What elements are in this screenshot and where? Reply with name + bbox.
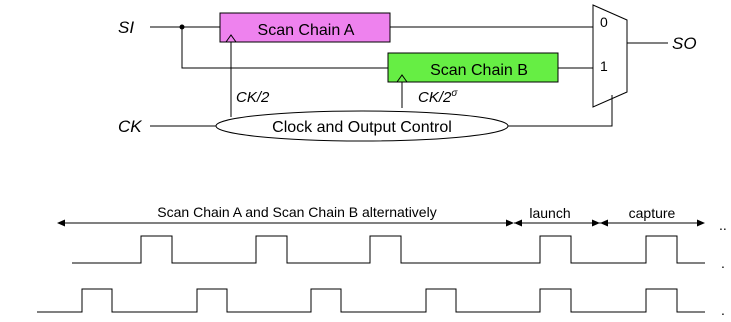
mux-select-wire xyxy=(505,95,613,127)
ck-label: CK xyxy=(118,117,142,136)
scan-chain-a-label: Scan Chain A xyxy=(258,22,355,39)
phase-label-bg xyxy=(92,205,504,219)
ck-half-a-label: CK/2 xyxy=(236,89,270,106)
phase-label-capture: capture xyxy=(629,205,676,221)
phase-label-launch: launch xyxy=(529,205,570,221)
si-label: SI xyxy=(118,18,134,37)
phase-arrow-shift xyxy=(57,219,514,227)
ck-half-b-label: CK/2σ xyxy=(418,88,458,106)
mux-input-0: 0 xyxy=(600,14,608,30)
phase-arrow-launch xyxy=(514,219,600,227)
mux-input-1: 1 xyxy=(600,58,608,74)
circuit: Scan Chain A Scan Chain B 0 1 Clock and … xyxy=(118,4,697,142)
scan-chain-a-clock-mark xyxy=(225,34,237,43)
scan-chain-b-clock-mark xyxy=(396,74,408,83)
scan-chain-a-box xyxy=(219,12,391,43)
clock-output-control xyxy=(215,110,509,142)
so-label: SO xyxy=(672,34,697,53)
waveform-clock-b xyxy=(37,288,705,313)
phase-arrow-capture xyxy=(600,219,705,227)
multiplexer xyxy=(592,4,628,108)
row-end-mark-1: .. xyxy=(719,217,727,233)
si-to-chain-b-wire xyxy=(181,27,388,69)
row-end-mark-3: . xyxy=(721,302,725,318)
waveform-clock-a xyxy=(72,235,705,264)
clock-output-control-label: Clock and Output Control xyxy=(272,119,452,136)
row-end-mark-2: . xyxy=(721,255,725,271)
scan-chain-b-label: Scan Chain B xyxy=(430,62,528,79)
timing-diagram: Scan Chain A and Scan Chain B alternativ… xyxy=(37,204,727,318)
phase-label-shift: Scan Chain A and Scan Chain B alternativ… xyxy=(157,204,436,220)
